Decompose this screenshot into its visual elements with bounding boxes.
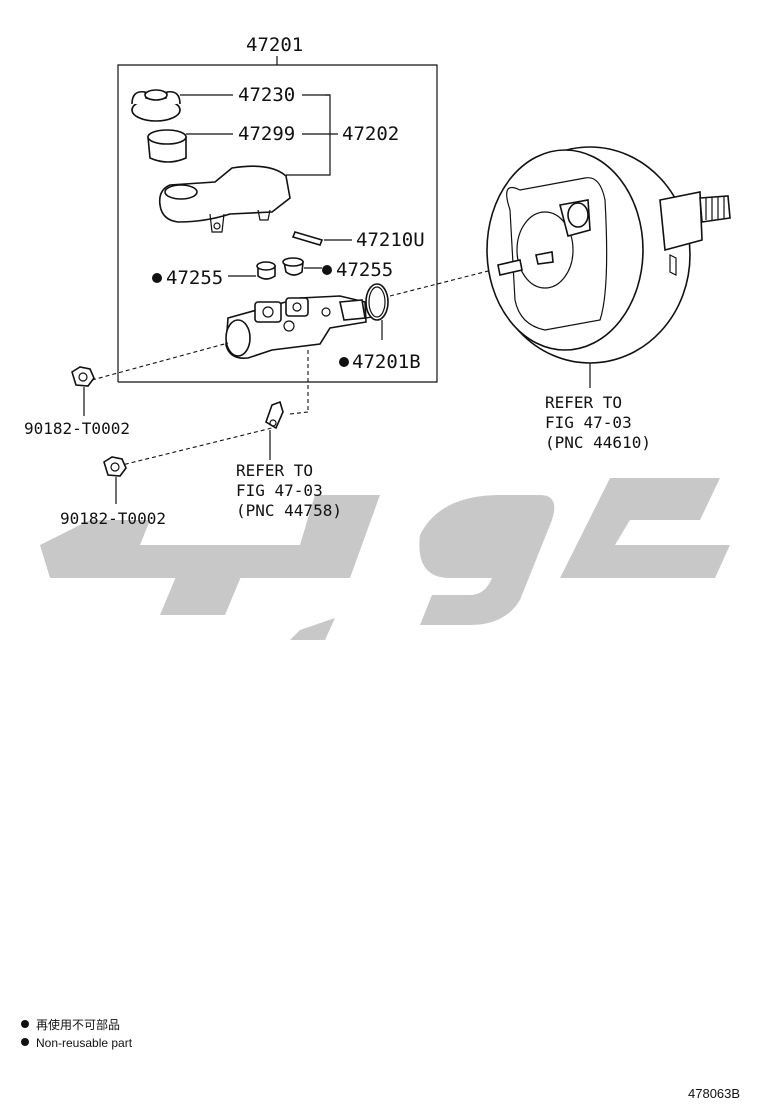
label-47201B: 47201B bbox=[352, 351, 421, 373]
non-reusable-dot-oring bbox=[339, 357, 349, 367]
brake-booster: REFER TO FIG 47-03 (PNC 44610) bbox=[486, 146, 731, 452]
bracket: REFER TO FIG 47-03 (PNC 44758) bbox=[236, 400, 342, 520]
grommets: 47255 47255 bbox=[152, 257, 393, 289]
label-47299: 47299 bbox=[238, 123, 295, 145]
assembly-box: 47201 bbox=[117, 34, 438, 383]
dashed-guides bbox=[91, 267, 501, 467]
non-reusable-dot-left bbox=[152, 273, 162, 283]
legend-line-2: Non-reusable part bbox=[36, 1036, 133, 1050]
label-nut-lower: 90182-T0002 bbox=[60, 509, 166, 528]
nut-lower: 90182-T0002 bbox=[60, 456, 166, 528]
legend: 再使用不可部品 Non-reusable part bbox=[21, 1017, 133, 1050]
reservoir-cap: 47230 bbox=[131, 84, 295, 122]
nut-upper: 90182-T0002 bbox=[24, 366, 130, 438]
ref-bracket-line3: (PNC 44758) bbox=[236, 501, 342, 520]
pin: 47210U bbox=[291, 229, 425, 251]
o-ring: 47201B bbox=[339, 283, 421, 373]
master-cylinder bbox=[225, 295, 379, 360]
label-47255-right: 47255 bbox=[336, 259, 393, 281]
non-reusable-dot-right bbox=[322, 265, 332, 275]
figure-number: 478063B bbox=[688, 1086, 740, 1101]
strainer: 47299 bbox=[147, 123, 295, 163]
label-47210U: 47210U bbox=[356, 229, 425, 251]
ref-booster-line3: (PNC 44610) bbox=[545, 433, 651, 452]
legend-line-1: 再使用不可部品 bbox=[36, 1017, 120, 1032]
ref-bracket-line2: FIG 47-03 bbox=[236, 481, 323, 500]
label-nut-upper: 90182-T0002 bbox=[24, 419, 130, 438]
label-47201: 47201 bbox=[246, 34, 303, 56]
legend-dot-2 bbox=[21, 1038, 29, 1046]
label-47255-left: 47255 bbox=[166, 267, 223, 289]
label-47202: 47202 bbox=[342, 123, 399, 145]
ref-booster-line1: REFER TO bbox=[545, 393, 622, 412]
ref-bracket-line1: REFER TO bbox=[236, 461, 313, 480]
legend-dot-1 bbox=[21, 1020, 29, 1028]
watermark-logo bbox=[40, 478, 730, 640]
reservoir: 47202 bbox=[158, 94, 399, 233]
ref-booster-line2: FIG 47-03 bbox=[545, 413, 632, 432]
label-47230: 47230 bbox=[238, 84, 295, 106]
